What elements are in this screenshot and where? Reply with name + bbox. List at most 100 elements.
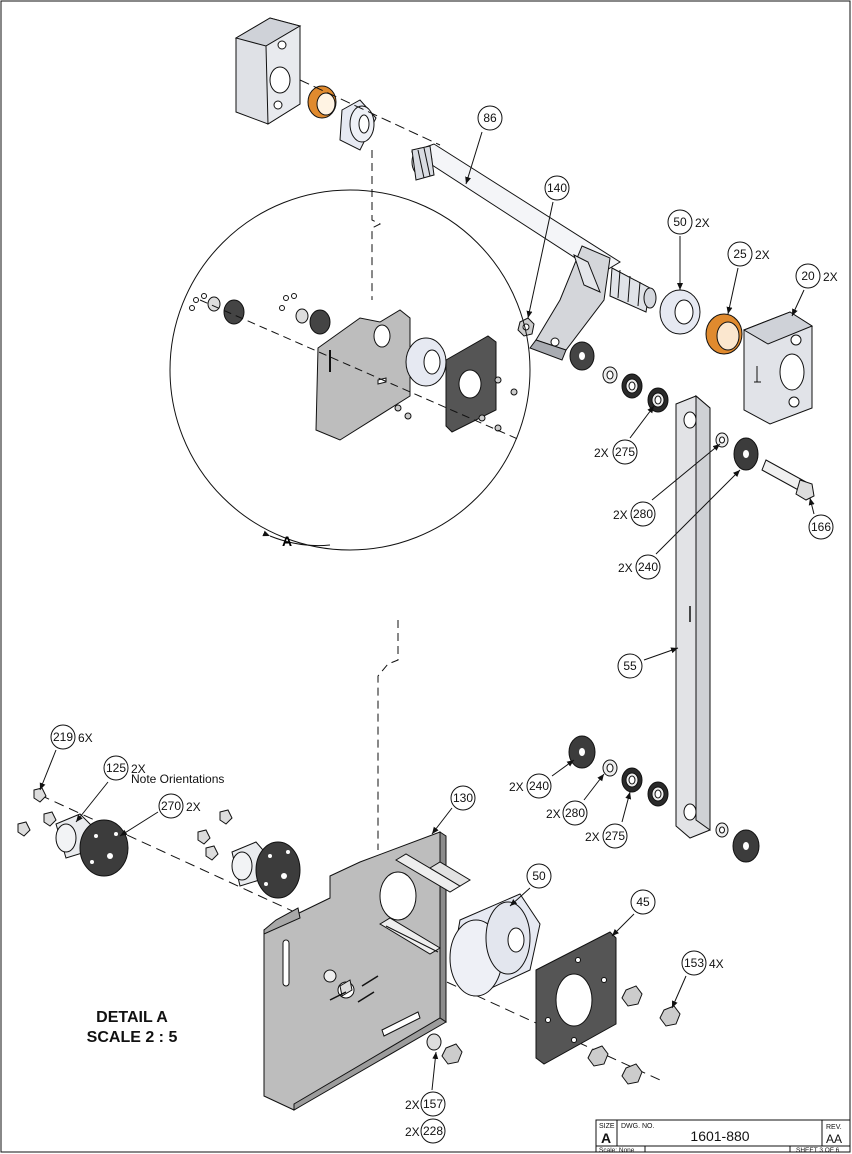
balloon-quantity: 2X xyxy=(405,1125,420,1139)
spline-shaft xyxy=(410,143,657,313)
balloon-number: 275 xyxy=(615,445,635,459)
scale-text: Scale: None xyxy=(599,1147,635,1154)
leader-line xyxy=(726,267,739,315)
size-value: A xyxy=(601,1130,611,1146)
balloon-number: 50 xyxy=(673,215,687,229)
balloon-circle xyxy=(681,950,707,976)
balloon-number: 228 xyxy=(423,1124,443,1138)
balloon-number: 166 xyxy=(811,520,831,534)
balloon-circle xyxy=(667,209,693,235)
screws-219 xyxy=(17,787,233,861)
balloon-275: 275 2X xyxy=(585,791,632,849)
balloon-circle xyxy=(477,105,503,131)
dwg-no-value: 1601-880 xyxy=(690,1128,749,1144)
balloon-circle xyxy=(795,263,821,289)
balloon-circle xyxy=(50,724,76,750)
bearing-small-4 xyxy=(647,781,669,807)
balloon-number: 219 xyxy=(53,730,73,744)
leader-line xyxy=(643,647,679,661)
washer-black-4 xyxy=(568,735,596,769)
balloon-86: 86 xyxy=(465,105,503,185)
balloon-quantity: 2X xyxy=(755,248,770,262)
washer-black-2 xyxy=(733,437,759,471)
link-bar xyxy=(675,394,711,839)
bearing-right xyxy=(659,289,701,335)
balloon-quantity: 2X xyxy=(186,800,201,814)
detail-scale: SCALE 2 : 5 xyxy=(87,1029,178,1046)
break-centerline-top xyxy=(371,150,382,300)
balloon-circle xyxy=(526,773,552,799)
leader-line xyxy=(431,1051,439,1091)
balloon-quantity: 2X xyxy=(509,780,524,794)
washer-small-2 xyxy=(715,432,729,448)
bearing-small-1 xyxy=(621,373,643,399)
balloon-number: 153 xyxy=(684,956,704,970)
plate-pins xyxy=(379,853,471,955)
balloon-number: 140 xyxy=(547,181,567,195)
leader-line xyxy=(526,201,554,319)
balloon-number: 157 xyxy=(423,1097,443,1111)
balloon-number: 270 xyxy=(161,799,181,813)
bearing-small-3 xyxy=(621,767,643,793)
balloon-circle xyxy=(630,889,656,915)
leader-line xyxy=(808,497,815,515)
disc-left xyxy=(79,819,129,877)
balloon-circle xyxy=(635,554,661,580)
balloon-quantity: 6X xyxy=(78,731,93,745)
leader-line xyxy=(629,405,655,439)
balloon-270: 270 2X xyxy=(119,793,201,837)
balloon-quantity: 2X xyxy=(405,1098,420,1112)
detail-circle-contents xyxy=(189,293,521,441)
balloon-circle xyxy=(450,785,476,811)
leader-line xyxy=(75,781,109,823)
bearing-block-top xyxy=(234,17,302,125)
sheet-text: SHEET 3 OF 6 xyxy=(796,1147,840,1154)
balloon-circle xyxy=(158,793,184,819)
balloon-quantity: 2X xyxy=(594,446,609,460)
balloon-55: 55 xyxy=(617,647,679,679)
leader-line xyxy=(583,773,605,801)
bushing-right xyxy=(705,313,743,355)
balloon-quantity: 2X xyxy=(131,762,146,776)
balloon-quantity: 2X xyxy=(546,807,561,821)
washer-black-1 xyxy=(569,341,595,371)
balloon-circle xyxy=(420,1118,446,1144)
balloon-circle xyxy=(526,863,552,889)
rev-label: REV. xyxy=(826,1124,842,1131)
leader-line xyxy=(465,131,483,185)
leader-line xyxy=(655,469,741,555)
balloon-circle xyxy=(562,800,588,826)
centerline xyxy=(299,79,441,146)
balloon-number: 280 xyxy=(633,507,653,521)
balloon-circle xyxy=(617,653,643,679)
leader-line xyxy=(509,887,531,907)
balloon-50: 50 xyxy=(509,863,552,907)
balloon-circle xyxy=(420,1091,446,1117)
detail-circle xyxy=(169,189,531,551)
balloon-number: 240 xyxy=(638,560,658,574)
balloon-quantity: 2X xyxy=(585,830,600,844)
leader-line xyxy=(611,913,635,937)
balloon-circle xyxy=(727,241,753,267)
balloon-number: 55 xyxy=(623,659,637,673)
leader-line xyxy=(791,289,805,317)
leader-line xyxy=(431,807,453,835)
balloon-number: 86 xyxy=(483,111,497,125)
title-block: SIZE A DWG. NO. 1601-880 REV. AA Scale: … xyxy=(595,1119,851,1154)
dwg-no-label: DWG. NO. xyxy=(621,1123,654,1130)
detail-callout-letter: A xyxy=(282,533,292,549)
balloon-number: 275 xyxy=(605,829,625,843)
balloon-275: 275 2X xyxy=(594,405,655,465)
washer-nut-157-228 xyxy=(426,1033,463,1065)
bearing-bottom xyxy=(449,893,541,997)
washer-small-4 xyxy=(602,759,618,777)
mount-gasket xyxy=(535,931,617,1065)
